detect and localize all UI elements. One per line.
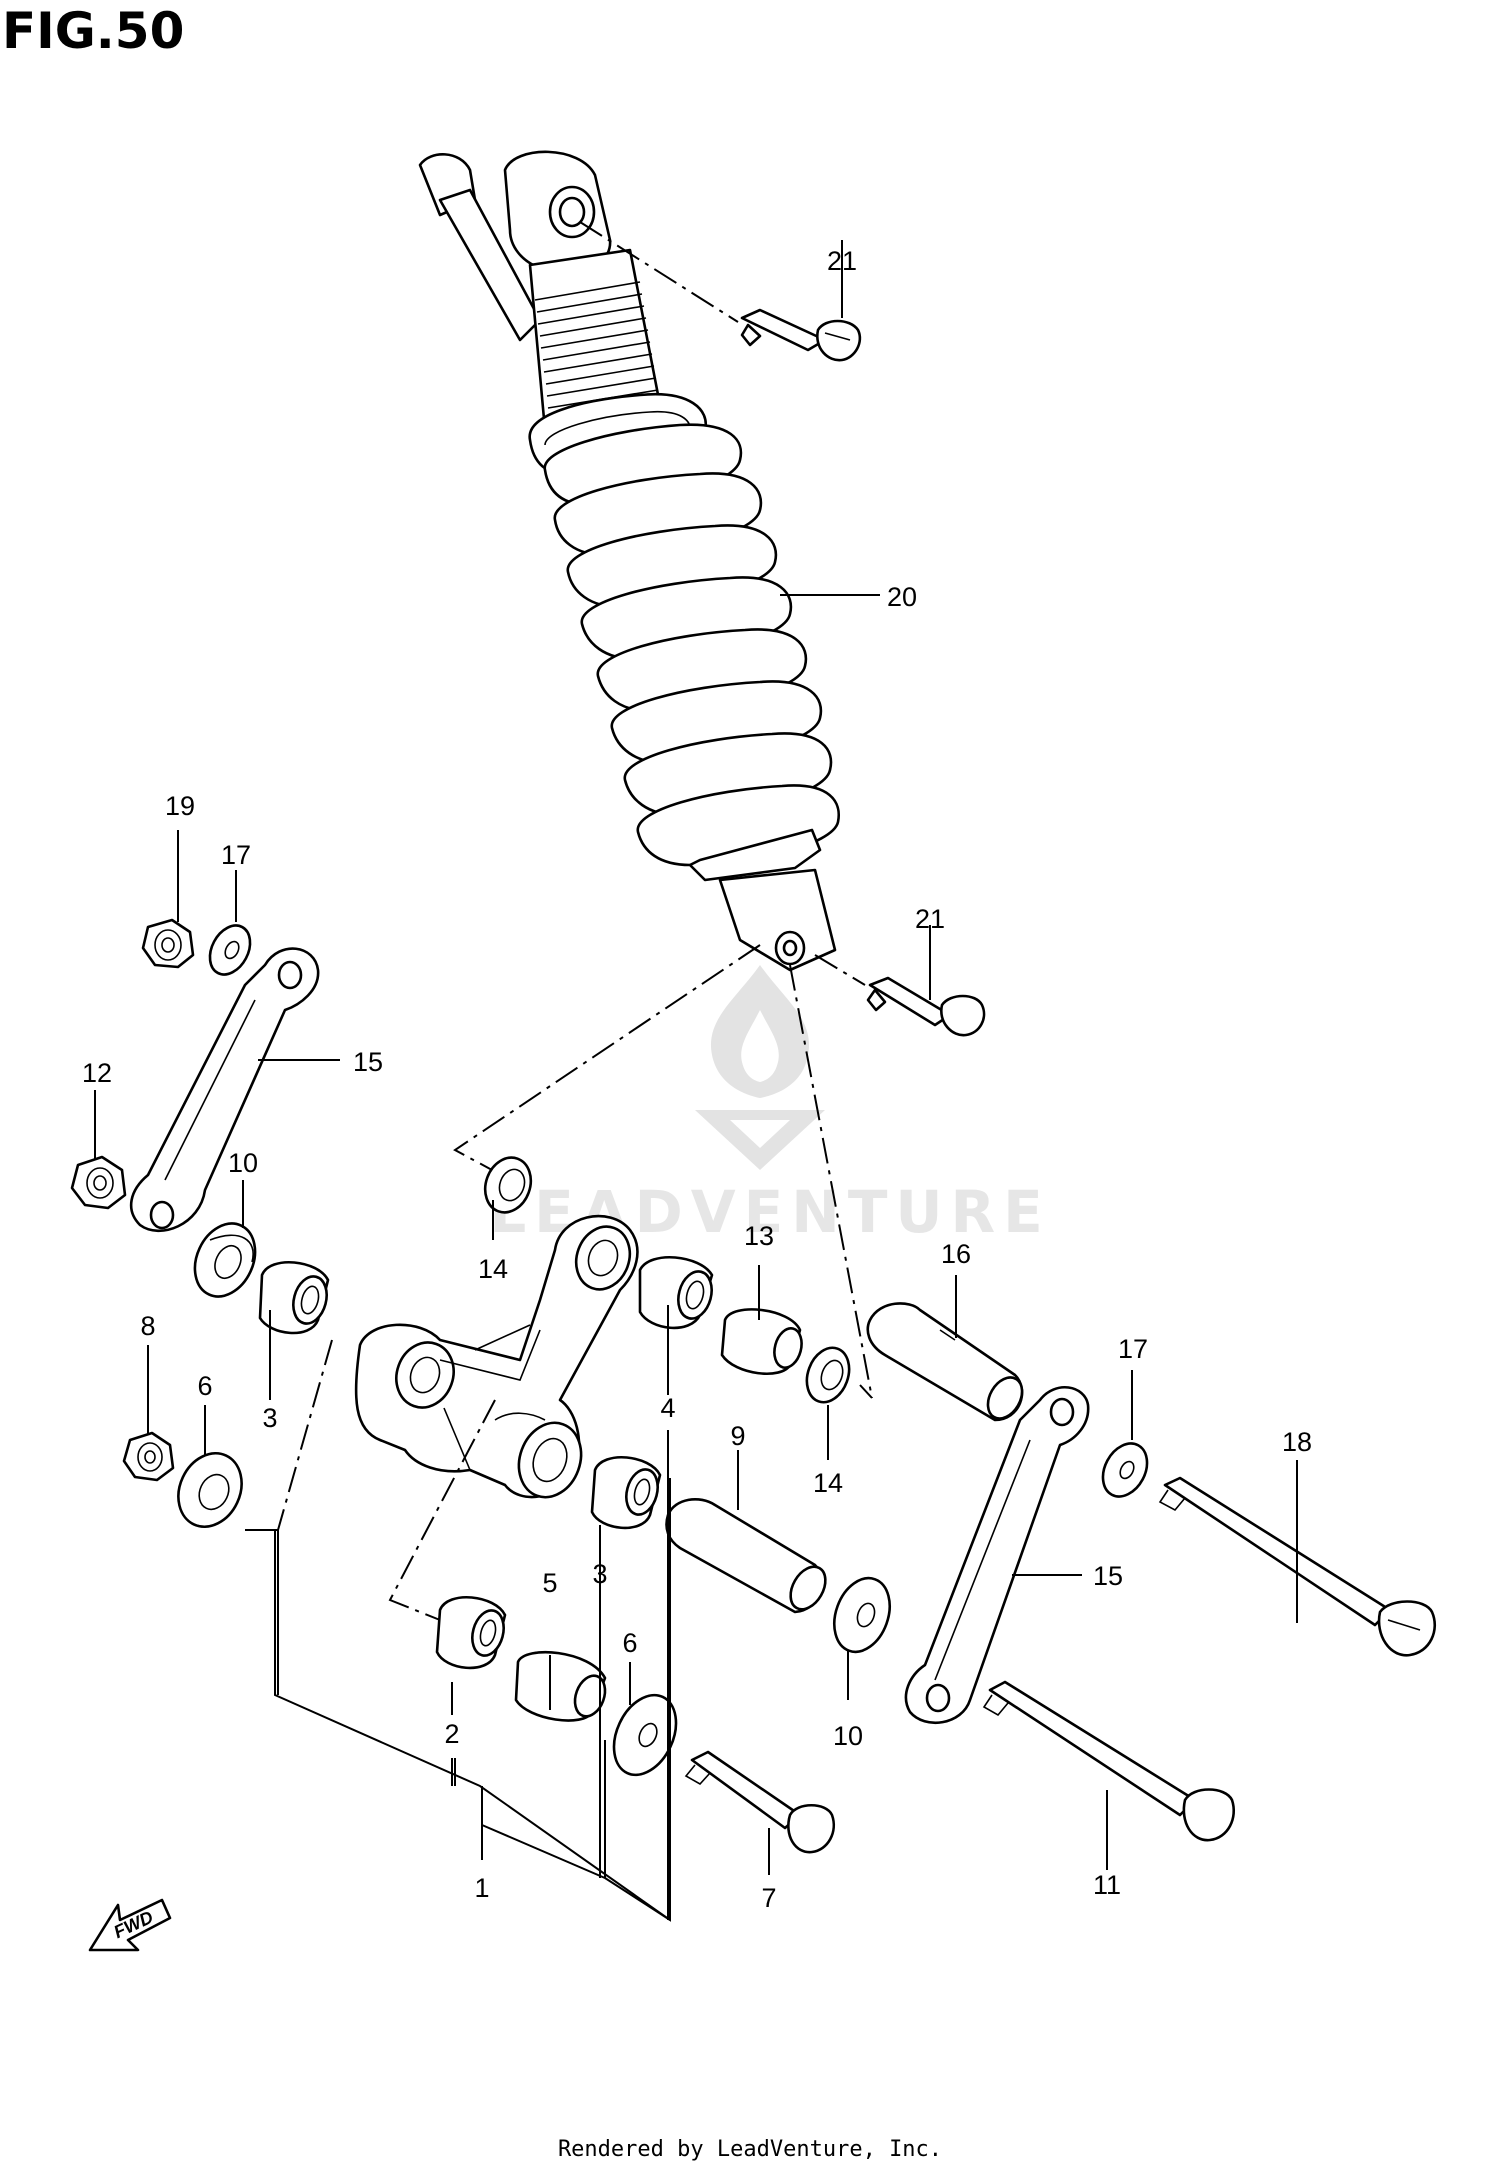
- callout-3-center: 3: [592, 1559, 607, 1589]
- callout-4: 4: [660, 1393, 675, 1423]
- collar-part-3-center[interactable]: [590, 1456, 662, 1530]
- callout-10-bottom: 10: [833, 1721, 863, 1751]
- footer-credit: Rendered by LeadVenture, Inc.: [557, 2137, 943, 2162]
- callout-21-bottom: 21: [915, 904, 945, 934]
- callout-15-right: 15: [1093, 1561, 1123, 1591]
- callout-2: 2: [444, 1719, 459, 1749]
- shock-absorber-part-20[interactable]: [418, 150, 840, 972]
- bolt-part-21-top[interactable]: [740, 308, 862, 362]
- link-rod-part-15-right[interactable]: [904, 1385, 1090, 1725]
- callout-14-lower: 14: [813, 1468, 843, 1498]
- callout-13: 13: [744, 1221, 774, 1251]
- figure-title: FIG.50: [2, 2, 185, 60]
- callout-10-left: 10: [228, 1148, 258, 1178]
- callout-5: 5: [542, 1568, 557, 1598]
- callout-11: 11: [1093, 1870, 1121, 1900]
- spring-coils: [543, 423, 840, 867]
- callout-19: 19: [165, 791, 195, 821]
- washer-part-17-left[interactable]: [202, 919, 258, 982]
- collar-part-4[interactable]: [638, 1256, 717, 1330]
- washer-part-6-bottom[interactable]: [602, 1685, 688, 1785]
- callout-12: 12: [82, 1058, 112, 1088]
- spacer-part-13[interactable]: [720, 1308, 806, 1376]
- nut-part-12[interactable]: [70, 1155, 127, 1210]
- collar-part-14-upper[interactable]: [478, 1151, 538, 1219]
- nut-part-19[interactable]: [141, 918, 195, 969]
- collar-part-2[interactable]: [435, 1596, 508, 1670]
- callout-20: 20: [887, 582, 917, 612]
- callout-9: 9: [730, 1421, 745, 1451]
- callout-14-upper: 14: [478, 1254, 508, 1284]
- callout-labels: 21 20 21 19 17 15 12 10 14 13 16 17 18 8…: [82, 246, 1312, 1913]
- callout-17-right: 17: [1118, 1334, 1148, 1364]
- leader-lines: [94, 240, 1298, 1922]
- nut-part-8[interactable]: [122, 1431, 175, 1482]
- callout-17-left: 17: [221, 840, 251, 870]
- washer-part-10-bottom[interactable]: [825, 1570, 900, 1659]
- bolt-part-18[interactable]: [1158, 1476, 1437, 1657]
- collar-part-14-lower[interactable]: [800, 1342, 857, 1408]
- callout-1: 1: [474, 1873, 489, 1903]
- spacer-part-5[interactable]: [514, 1650, 610, 1722]
- bolt-part-21-bottom[interactable]: [866, 976, 986, 1037]
- bolt-part-7[interactable]: [684, 1750, 835, 1854]
- callout-3-left: 3: [262, 1403, 277, 1433]
- callout-16: 16: [941, 1239, 971, 1269]
- washer-part-10-left[interactable]: [184, 1214, 267, 1307]
- callout-18: 18: [1282, 1427, 1312, 1457]
- callout-21-top: 21: [827, 246, 857, 276]
- callout-8: 8: [140, 1311, 155, 1341]
- callout-15-left: 15: [353, 1047, 383, 1077]
- washer-part-17-right[interactable]: [1094, 1436, 1156, 1504]
- callout-7: 7: [761, 1883, 776, 1913]
- callout-6-bottom: 6: [622, 1628, 637, 1658]
- collar-part-3-left[interactable]: [258, 1261, 332, 1335]
- cushion-lever-part-1[interactable]: [354, 1214, 639, 1506]
- fwd-arrow-icon: FWD: [88, 1898, 172, 1952]
- pin-part-16[interactable]: [866, 1302, 1029, 1424]
- bolt-part-11[interactable]: [982, 1680, 1235, 1842]
- link-rod-part-15-left[interactable]: [129, 947, 320, 1233]
- spacer-part-9[interactable]: [665, 1497, 833, 1615]
- callout-6-left: 6: [197, 1371, 212, 1401]
- washer-part-6-left[interactable]: [167, 1443, 253, 1537]
